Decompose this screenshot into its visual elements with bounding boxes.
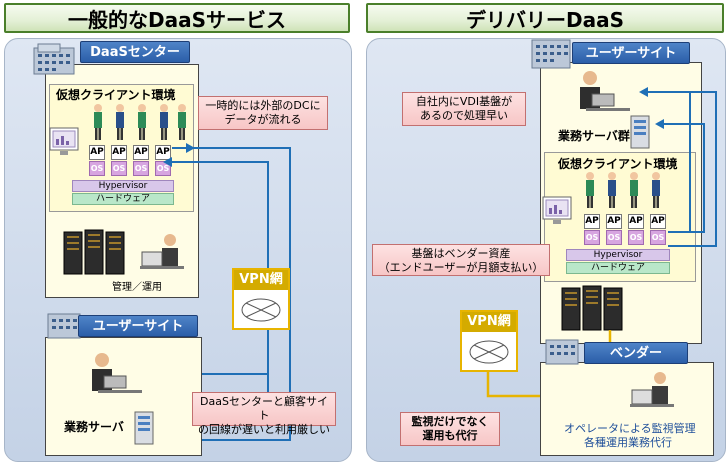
- left-server-label: 業務サーバ: [64, 420, 124, 434]
- right-hypervisor: Hypervisor: [566, 249, 670, 261]
- vendor-building-icon: [542, 336, 582, 366]
- left-user-site-label: ユーザーサイト: [78, 315, 198, 337]
- left-vdi-env-label: 仮想クライアント環境: [56, 88, 176, 102]
- right-user-site-label: ユーザーサイト: [572, 42, 690, 64]
- admin-person-icon: [140, 232, 186, 276]
- right-user-person-icon: [576, 70, 632, 116]
- daas-center-label: DaaSセンター: [80, 41, 190, 63]
- building-icon: [30, 42, 80, 76]
- right-server-group-label: 業務サーバ群: [558, 129, 630, 143]
- operator-line1: オペレータによる監視管理: [564, 422, 696, 435]
- operator-person-icon: [630, 370, 676, 414]
- right-vdi-env-label: 仮想クライアント環境: [558, 157, 678, 171]
- right-callout-vdi: 自社内にVDI基盤が あるので処理早い: [402, 92, 526, 126]
- left-title: 一般的なDaaSサービス: [4, 3, 350, 33]
- operator-line2: 各種運用業務代行: [584, 436, 672, 449]
- right-vpn-cloud: VPN網: [460, 310, 518, 372]
- right-title: デリバリーDaaS: [366, 3, 724, 33]
- right-server-icon: [628, 114, 654, 150]
- left-callout-line: DaaSセンターと顧客サイト の回線が遅いと利用厳しい: [192, 392, 336, 436]
- admin-label: 管理／運用: [112, 282, 162, 293]
- right-callout-monitor: 監視だけでなく 運用も代行: [400, 412, 500, 446]
- left-hypervisor: Hypervisor: [72, 180, 174, 192]
- right-server-rack-icon: [560, 284, 630, 334]
- right-callout-vendor: 基盤はベンダー資産 （エンドユーザーが月額支払い）: [372, 244, 550, 276]
- left-server-icon: [132, 410, 158, 446]
- right-hardware: ハードウェア: [566, 262, 670, 274]
- left-hardware: ハードウェア: [72, 193, 174, 205]
- left-user-person-icon: [88, 352, 144, 398]
- right-building-icon: [528, 36, 574, 70]
- left-vpn-cloud: VPN網: [232, 268, 290, 330]
- vendor-label: ベンダー: [584, 342, 688, 364]
- server-rack-icon: [62, 228, 132, 278]
- right-users-icon: [582, 170, 682, 212]
- left-users-icon: [90, 102, 190, 144]
- left-user-site-box: [45, 337, 202, 456]
- left-callout-dc: 一時的には外部のDCに データが流れる: [198, 96, 328, 130]
- right-monitor-icon: [542, 196, 572, 226]
- monitor-icon: [49, 127, 79, 157]
